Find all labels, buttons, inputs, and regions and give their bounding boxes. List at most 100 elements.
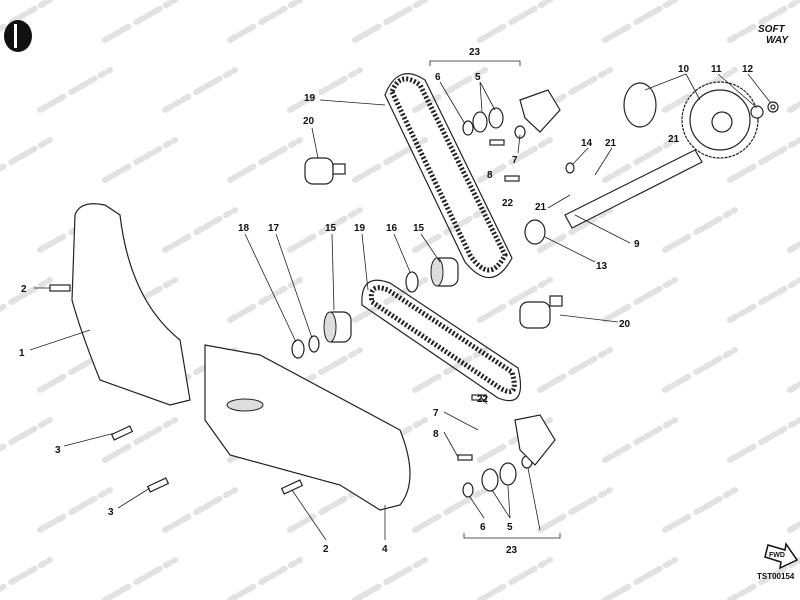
watermark-mark bbox=[787, 240, 800, 253]
callout-7: 7 bbox=[433, 408, 439, 419]
watermark-mark bbox=[0, 277, 53, 313]
svg-text:WAY: WAY bbox=[766, 35, 789, 46]
bolt-2-bottom bbox=[280, 479, 304, 495]
watermark-mark bbox=[602, 417, 678, 463]
lower-timing-belt bbox=[361, 279, 522, 402]
watermark-mark bbox=[0, 0, 53, 33]
watermark-mark bbox=[0, 417, 53, 453]
watermark-mark bbox=[602, 0, 678, 43]
cover-logo-plate bbox=[226, 398, 264, 412]
callout-22: 22 bbox=[502, 198, 514, 209]
svg-text:SOFT: SOFT bbox=[758, 24, 786, 35]
leader-lines bbox=[29, 73, 771, 541]
callout-21: 21 bbox=[668, 134, 680, 145]
callout-labels: 23 6 5 19 20 10 11 12 7 8 22 14 21 21 21… bbox=[19, 47, 754, 556]
callout-1: 1 bbox=[19, 348, 25, 359]
manufacturer-logo bbox=[4, 20, 32, 52]
callout-8: 8 bbox=[487, 170, 493, 181]
callout-16: 16 bbox=[386, 223, 398, 234]
watermark-mark bbox=[162, 487, 238, 533]
callout-7: 7 bbox=[512, 155, 518, 166]
bracket-23-top bbox=[429, 60, 521, 66]
watermark-mark bbox=[102, 0, 178, 43]
watermark-mark bbox=[602, 277, 678, 323]
bracket-23-bottom bbox=[463, 533, 561, 539]
watermark-mark bbox=[727, 557, 800, 600]
callout-19: 19 bbox=[354, 223, 366, 234]
callout-3: 3 bbox=[108, 507, 114, 518]
tensioner-top bbox=[462, 89, 561, 182]
callout-9: 9 bbox=[634, 239, 640, 250]
watermark-mark bbox=[162, 207, 238, 253]
watermark-mark bbox=[352, 557, 428, 600]
callout-2: 2 bbox=[21, 284, 27, 295]
watermark-mark bbox=[787, 380, 800, 393]
bolt-3-b bbox=[146, 477, 170, 493]
callout-15: 15 bbox=[413, 223, 425, 234]
callout-14: 14 bbox=[581, 138, 593, 149]
svg-text:FWD: FWD bbox=[769, 552, 785, 559]
callout-23: 23 bbox=[469, 47, 481, 58]
spacer-13 bbox=[524, 219, 546, 245]
watermark-mark bbox=[412, 67, 488, 113]
watermark-mark bbox=[727, 137, 800, 183]
watermark-mark bbox=[227, 137, 303, 183]
bolt-2-top bbox=[49, 284, 71, 292]
watermark-mark bbox=[37, 487, 113, 533]
watermark-mark bbox=[287, 67, 363, 113]
outer-cover-part-4 bbox=[204, 344, 411, 511]
callout-11: 11 bbox=[711, 64, 722, 75]
watermark-mark bbox=[727, 0, 800, 43]
watermark-mark bbox=[477, 277, 553, 323]
watermark-mark bbox=[287, 487, 363, 533]
watermark-mark bbox=[162, 67, 238, 113]
roller-20-top bbox=[304, 157, 346, 185]
callout-6: 6 bbox=[480, 522, 486, 533]
callout-20: 20 bbox=[619, 319, 631, 330]
watermark-mark bbox=[662, 207, 738, 253]
watermark-mark bbox=[727, 277, 800, 323]
nut-18 bbox=[291, 339, 305, 359]
watermark-mark bbox=[412, 347, 488, 393]
watermark-mark bbox=[727, 417, 800, 463]
forward-direction-arrow: FWD bbox=[764, 542, 799, 570]
watermark-mark bbox=[477, 0, 553, 43]
callout-4: 4 bbox=[382, 544, 388, 555]
watermark-mark bbox=[227, 0, 303, 43]
callout-13: 13 bbox=[596, 261, 608, 272]
roller-20-mid bbox=[519, 295, 563, 329]
watermark-mark bbox=[537, 207, 613, 253]
callout-17: 17 bbox=[268, 223, 280, 234]
callout-6: 6 bbox=[435, 72, 441, 83]
watermark-mark bbox=[352, 137, 428, 183]
watermark-mark bbox=[477, 137, 553, 183]
watermark-mark bbox=[537, 347, 613, 393]
callout-10: 10 bbox=[678, 64, 690, 75]
callout-5: 5 bbox=[475, 72, 481, 83]
pulley-15-lower bbox=[323, 311, 352, 343]
callout-5: 5 bbox=[507, 522, 513, 533]
watermark-mark bbox=[787, 520, 800, 533]
watermark-mark bbox=[102, 557, 178, 600]
callout-20: 20 bbox=[303, 116, 315, 127]
washer-17 bbox=[308, 335, 320, 353]
watermark-mark bbox=[227, 557, 303, 600]
drawing-code: TST00154 bbox=[757, 572, 795, 581]
callout-21: 21 bbox=[535, 202, 547, 213]
callout-22: 22 bbox=[477, 394, 489, 405]
pulley-15-upper bbox=[430, 257, 459, 287]
watermark-mark bbox=[662, 487, 738, 533]
upper-timing-belt bbox=[384, 73, 513, 279]
callout-19: 19 bbox=[304, 93, 316, 104]
watermark-mark bbox=[477, 557, 553, 600]
callout-2: 2 bbox=[323, 544, 329, 555]
camshaft-assembly bbox=[564, 81, 779, 229]
watermark-mark bbox=[537, 487, 613, 533]
watermark-mark bbox=[0, 557, 53, 593]
callout-12: 12 bbox=[742, 64, 754, 75]
callout-8: 8 bbox=[433, 429, 439, 440]
watermark-mark bbox=[662, 347, 738, 393]
watermark-mark bbox=[37, 67, 113, 113]
watermark-mark bbox=[227, 277, 303, 323]
